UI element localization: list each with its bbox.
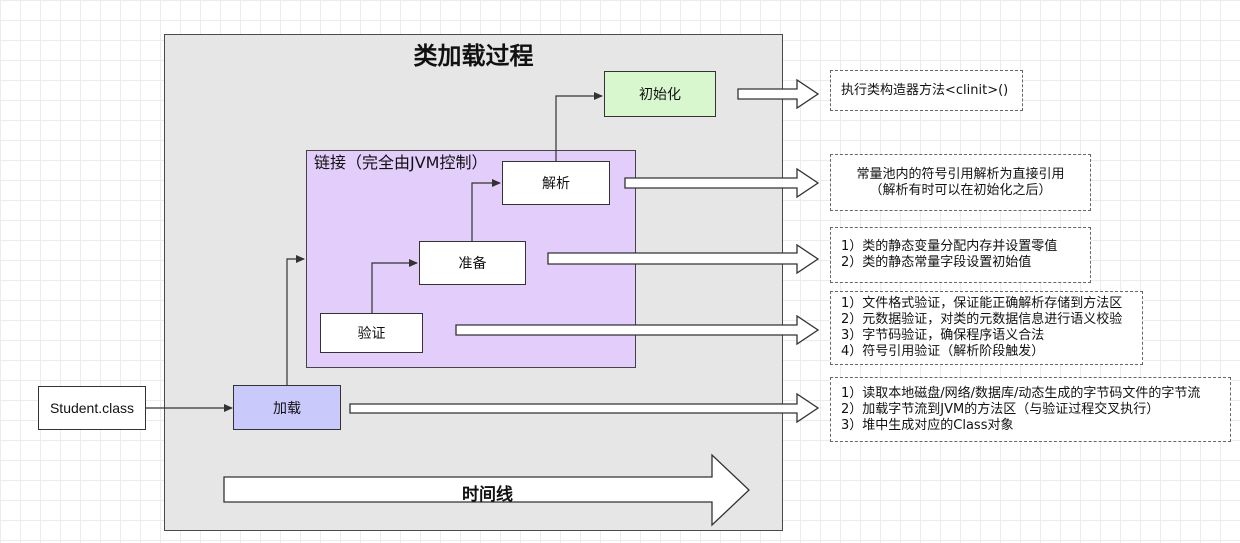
load-note: 1）读取本地磁盘/网络/数据库/动态生成的字节码文件的字节流 2）加载字节流到J… xyxy=(830,377,1231,442)
resolve-note-line: 常量池内的符号引用解析为直接引用 xyxy=(856,166,1065,182)
timeline-label: 时间线 xyxy=(462,485,513,505)
student-class-node: Student.class xyxy=(38,386,146,430)
arrow-prepare-to-note xyxy=(547,243,820,275)
load-note-line: 1）读取本地磁盘/网络/数据库/动态生成的字节码文件的字节流 xyxy=(841,385,1201,401)
arrow-init-to-note xyxy=(737,78,820,110)
load-note-line: 2）加载字节流到JVM的方法区（与验证过程交叉执行） xyxy=(841,401,1160,417)
edge-verify-to-prepare xyxy=(371,259,418,313)
prepare-node: 准备 xyxy=(419,241,526,285)
verify-note-line: 2）元数据验证，对类的元数据信息进行语义校验 xyxy=(841,312,1123,327)
init-note-line: 执行类构造器方法<clinit>() xyxy=(841,82,1009,98)
prepare-note: 1）类的静态变量分配内存并设置零值 2）类的静态常量字段设置初始值 xyxy=(830,227,1091,283)
arrow-verify-to-note xyxy=(455,314,820,346)
load-note-line: 3）堆中生成对应的Class对象 xyxy=(841,417,1014,433)
prepare-note-line: 1）类的静态变量分配内存并设置零值 xyxy=(841,239,1058,254)
prepare-note-line: 2）类的静态常量字段设置初始值 xyxy=(841,255,1032,270)
resolve-note: 常量池内的符号引用解析为直接引用 （解析有时可以在初始化之后） xyxy=(830,154,1091,211)
init-note: 执行类构造器方法<clinit>() xyxy=(830,70,1023,111)
edge-prepare-to-resolve xyxy=(471,179,501,241)
resolve-node: 解析 xyxy=(502,161,610,205)
arrow-resolve-to-note xyxy=(624,167,820,199)
edge-resolve-to-init xyxy=(555,92,603,161)
edge-load-to-linking xyxy=(286,255,305,385)
timeline-arrow xyxy=(223,453,750,527)
verify-note-line: 4）符号引用验证（解析阶段触发） xyxy=(841,344,1045,359)
verify-note-line: 1）文件格式验证，保证能正确解析存储到方法区 xyxy=(841,296,1123,311)
arrow-load-to-note xyxy=(349,392,820,424)
verify-node: 验证 xyxy=(320,313,423,353)
init-node: 初始化 xyxy=(604,71,716,117)
diagram-title: 类加载过程 xyxy=(413,42,534,70)
verify-note-line: 3）字节码验证，确保程序语义合法 xyxy=(841,328,1045,343)
verify-note: 1）文件格式验证，保证能正确解析存储到方法区 2）元数据验证，对类的元数据信息进… xyxy=(830,291,1143,365)
linking-group-title: 链接（完全由JVM控制） xyxy=(314,153,488,172)
resolve-note-line: （解析有时可以在初始化之后） xyxy=(869,182,1052,198)
load-node: 加载 xyxy=(233,385,341,430)
